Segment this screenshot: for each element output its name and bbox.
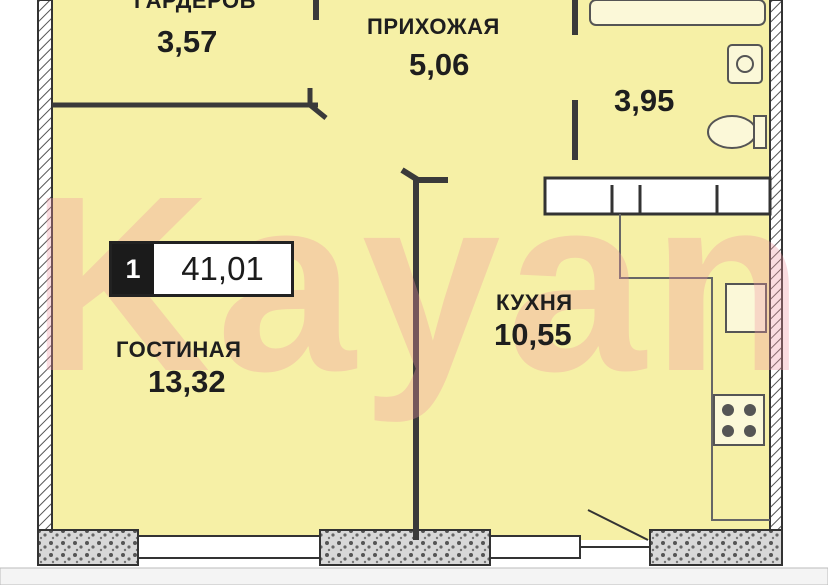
- living-room-label: ГОСТИНАЯ: [116, 337, 242, 362]
- stove-burner-1: [722, 404, 734, 416]
- living-room-area: 13,32: [148, 364, 226, 399]
- left-outer-wall: [37, 0, 53, 541]
- total-area: 41,01: [181, 250, 264, 287]
- sink: [727, 44, 763, 84]
- door-balcony: [489, 535, 581, 559]
- wardrobe-area: 3,57: [157, 24, 218, 59]
- stove-burner-3: [722, 425, 734, 437]
- kitchen-stove: [713, 394, 765, 446]
- hallway-label: ПРИХОЖАЯ: [367, 14, 500, 39]
- kitchen-area: 10,55: [494, 317, 572, 352]
- toilet-tank: [753, 115, 767, 149]
- stove-burner-2: [744, 404, 756, 416]
- balcony-door-swing: [587, 509, 649, 541]
- kitchen-sink: [725, 283, 767, 333]
- bathtub: [589, 0, 766, 26]
- partition-cap: [400, 167, 448, 183]
- kitchen-label: КУХНЯ: [496, 290, 573, 315]
- toilet: [707, 115, 757, 149]
- wardrobe-door-jamb: [307, 88, 328, 120]
- window-living: [137, 535, 321, 559]
- bottom-wall-right: [649, 529, 783, 566]
- wardrobe-label: ГАРДЕРОБ: [134, 0, 256, 13]
- kitchen-counter-outline: [619, 214, 770, 521]
- bathroom-bottom-wall: [543, 176, 772, 216]
- balcony-line: [0, 567, 828, 585]
- bottom-wall-left: [37, 529, 139, 566]
- bottom-wall-middle: [319, 529, 491, 566]
- apartment-badge: 1 41,01: [109, 241, 294, 297]
- right-outer-wall: [769, 0, 783, 541]
- room-count: 1: [112, 244, 154, 294]
- bathroom-area: 3,95: [614, 83, 675, 118]
- hallway-area: 5,06: [409, 47, 470, 82]
- sink-bowl: [736, 55, 754, 73]
- stove-burner-4: [744, 425, 756, 437]
